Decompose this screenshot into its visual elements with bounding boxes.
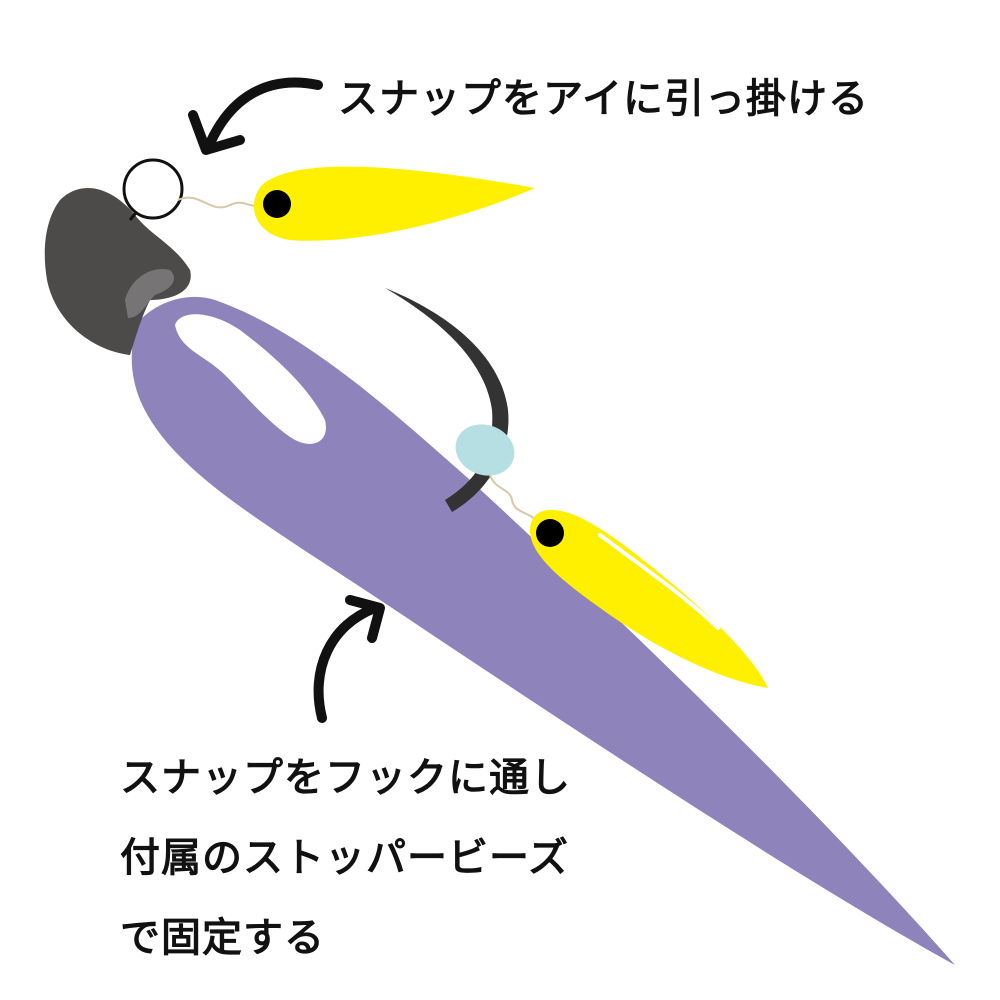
- spoon-top-eye: [263, 190, 291, 218]
- arrow-bottom-icon: [313, 595, 385, 723]
- spoon-top: [253, 166, 536, 241]
- callout-bottom-line-1: スナップをフックに通し: [120, 755, 571, 801]
- arrow-top-icon: [188, 77, 323, 155]
- jig-head-highlight: [125, 269, 175, 318]
- spoon-bottom-highlight: [598, 533, 720, 630]
- snap-wire-bottom: [489, 474, 541, 526]
- worm-body: [131, 296, 955, 965]
- snap-wire-top: [177, 196, 263, 209]
- callout-top: スナップをアイに引っ掛ける: [338, 76, 869, 122]
- spoon-bottom: [530, 509, 768, 688]
- line-eye-ring: [122, 158, 184, 220]
- callout-bottom-line-3: で固定する: [120, 915, 325, 961]
- stopper-bead: [455, 424, 515, 476]
- callout-bottom-line-2: 付属のストッパービーズ: [120, 835, 569, 881]
- spoon-bottom-eye: [536, 519, 564, 547]
- worm-highlight: [175, 314, 326, 444]
- jig-head: [44, 188, 191, 355]
